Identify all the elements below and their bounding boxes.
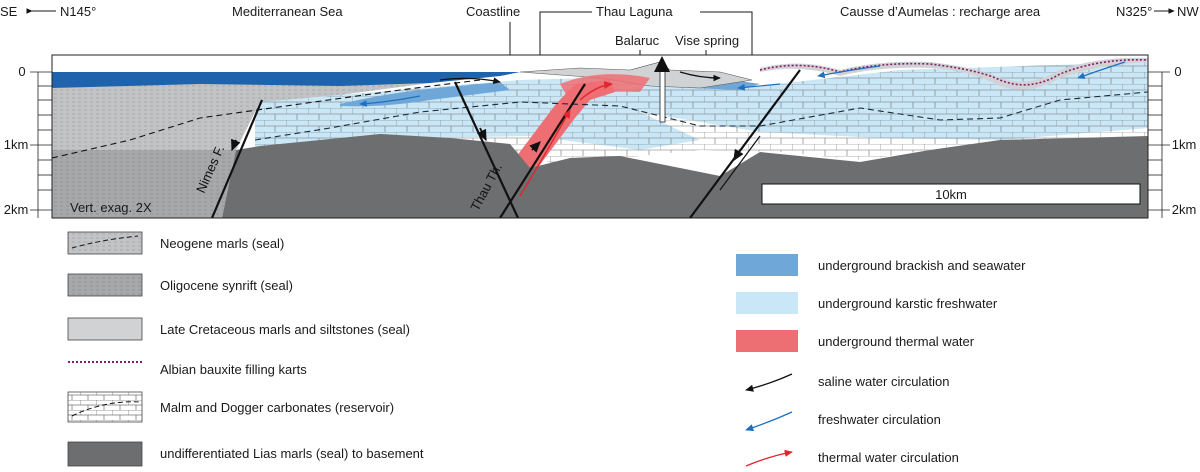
balaruc-label: Balaruc [615, 33, 660, 48]
neogene-marls-swatch [67, 231, 143, 255]
causse-aumelas-label: Causse d’Aumelas : recharge area [840, 4, 1041, 19]
late-cretaceous-swatch [67, 317, 143, 341]
left-direction-label: SE [0, 4, 18, 19]
albian-bauxite-line [759, 58, 1148, 86]
left-axis-0: 0 [18, 64, 25, 79]
thermal-circulation-arrow-icon [745, 449, 793, 467]
left-axis-1km: 1km [4, 137, 29, 152]
legend-cretaceous-label: Late Cretaceous marls and siltstones (se… [160, 322, 410, 337]
right-depth-axis [1148, 71, 1170, 218]
legend-brackish-label: underground brackish and seawater [818, 258, 1026, 273]
reservoir-dashed-contact [254, 91, 1148, 141]
oligocene-synrift [52, 150, 236, 218]
coastline-label: Coastline [466, 4, 520, 19]
scale-bar [761, 183, 1141, 205]
left-azimuth-label: N145° [60, 4, 96, 19]
oligocene-synrift-swatch [67, 273, 143, 297]
legend-malm-label: Malm and Dogger carbonates (reservoir) [160, 400, 394, 415]
vise-spring-label: Vise spring [675, 33, 739, 48]
right-direction-label: NW [1177, 4, 1199, 19]
legend-freshwater-label: underground karstic freshwater [818, 296, 998, 311]
legend-oligocene-label: Oligocene synrift (seal) [160, 278, 293, 293]
left-depth-axis [30, 71, 52, 218]
thermal-water-swatch [736, 330, 798, 352]
thau-thrust-east-line [499, 83, 586, 218]
brackish-lens-west [340, 82, 510, 107]
neogene-dashed-contact [52, 79, 481, 159]
legend-left: Neogene marls (seal) Oligocene synrift (… [67, 231, 424, 467]
left-axis-2km: 2km [4, 202, 29, 217]
legend-thermal-label: underground thermal water [818, 334, 975, 349]
legend-fresh-circulation-label: freshwater circulation [818, 412, 941, 427]
lias-basement-swatch [67, 441, 143, 467]
balaruc-spring-icon [654, 56, 670, 72]
thau-thrust-west-line [454, 81, 519, 218]
legend-thermal-circulation-label: thermal water circulation [818, 450, 959, 465]
legend-neogene-label: Neogene marls (seal) [160, 236, 284, 251]
malm-dogger-swatch [67, 391, 143, 423]
karstic-freshwater-swatch [736, 292, 798, 314]
right-axis-2km: 2km [1172, 202, 1197, 217]
legend-lias-label: undifferentiated Lias marls (seal) to ba… [160, 446, 424, 461]
brackish-water-swatch [736, 254, 798, 276]
thau-laguna-label: Thau Laguna [596, 4, 673, 19]
neogene-marls [52, 72, 520, 150]
section-frame [51, 54, 1149, 219]
right-axis-0: 0 [1174, 64, 1181, 79]
freshwater-circulation-arrow-icon [745, 411, 793, 432]
late-cretaceous-causse [760, 57, 1148, 90]
thau-laguna-right-pointer [700, 11, 755, 61]
mediterranean-sea [52, 72, 520, 88]
vertical-exaggeration-label: Vert. exag. 2X [70, 200, 152, 215]
causse-fault-line [689, 69, 801, 218]
thau-laguna-left-pointer [537, 11, 592, 61]
mediterranean-label: Mediterranean Sea [232, 4, 343, 19]
legend-albian-label: Albian bauxite filling karts [160, 362, 307, 377]
nimes-fault-line [210, 99, 264, 218]
legend-right: underground brackish and seawater underg… [736, 254, 1026, 467]
scale-bar-label: 10km [935, 187, 967, 202]
legend-saline-label: saline water circulation [818, 374, 950, 389]
saline-circulation-arrow-icon [745, 373, 793, 392]
right-axis-1km: 1km [1172, 137, 1197, 152]
right-azimuth-label: N325° [1116, 4, 1152, 19]
